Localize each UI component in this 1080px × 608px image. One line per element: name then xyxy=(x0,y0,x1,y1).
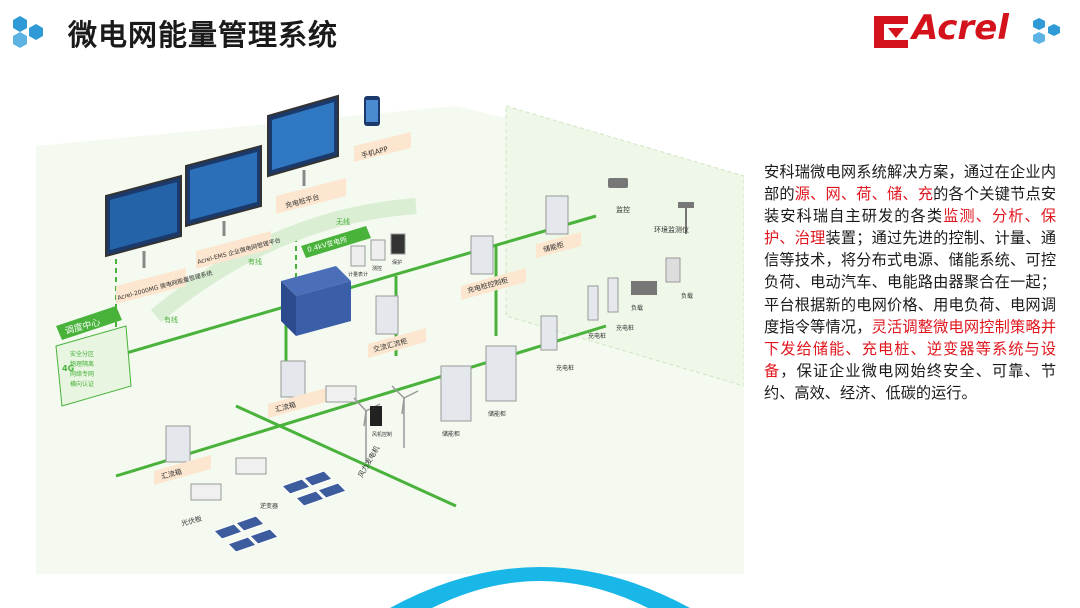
load-2-icon xyxy=(665,257,681,283)
inverter-3-icon xyxy=(190,483,222,501)
hexagon-logo-icon xyxy=(13,16,43,48)
charger-2-icon xyxy=(587,285,599,321)
microgrid-diagram: Acrel-2000MG 微电网能量管理系统 Acrel-EMS 企业微电网管理… xyxy=(36,86,744,574)
charger-1-icon xyxy=(540,315,558,351)
desc-segment-2: 源、网、荷、储、充 xyxy=(794,185,934,204)
env-monitor-icon xyxy=(678,202,694,234)
meter-label-3: 保护 xyxy=(392,259,402,266)
inverter-1-icon xyxy=(325,385,357,403)
cabinet-1-icon xyxy=(440,365,472,422)
acrel-mark-icon xyxy=(874,16,908,48)
monitor-screen-1 xyxy=(105,174,182,268)
storage-cabinet-icon xyxy=(545,195,569,235)
charger-3-icon xyxy=(607,277,619,313)
node-inverter: 逆变器 xyxy=(260,502,278,510)
load-1-icon xyxy=(631,281,657,295)
meter-label-1: 计量表计 xyxy=(348,271,368,278)
header: 微电网能量管理系统 Acrel xyxy=(0,0,1080,70)
desc-segment-5: 装置；通过先进的控制、计量、通信等技术，将分布式电源、储能系统、可控负荷、电动汽… xyxy=(764,229,1057,336)
wind-control-icon xyxy=(370,406,382,426)
inverter-2-icon xyxy=(235,457,267,475)
node-charger-3: 充电桩 xyxy=(616,324,634,332)
network-4g: 4G xyxy=(62,364,74,373)
hexagon-deco-icon xyxy=(1033,18,1060,44)
node-cabinet-2: 储能柜 xyxy=(488,410,506,418)
dispatch-item-3: 网络专网 xyxy=(70,370,94,378)
desc-segment-1: 安科瑞微电网系统解决方案，通过在企业内部的 xyxy=(764,163,1056,204)
node-env-monitor: 环境监测仪 xyxy=(654,225,689,234)
solar-panel-icon xyxy=(213,470,347,553)
combiner-2-icon xyxy=(165,425,191,463)
charging-cabinet-icon xyxy=(470,235,494,275)
diagram-canvas: Acrel-2000MG 微电网能量管理系统 Acrel-EMS 企业微电网管理… xyxy=(36,94,744,574)
combiner-1-icon xyxy=(280,360,306,398)
link-label-1: 有线 xyxy=(248,257,262,266)
node-charger-1: 充电桩 xyxy=(556,364,574,372)
node-charger-2: 充电桩 xyxy=(588,332,606,340)
description-text: 安科瑞微电网系统解决方案，通过在企业内部的源、网、荷、储、充的各个关键节点安装安… xyxy=(764,161,1056,404)
ac-box-icon xyxy=(375,295,399,335)
phone-icon xyxy=(364,96,380,126)
desc-segment-4: 监测、分析、保护、治理 xyxy=(764,207,1057,248)
dispatch-item-4: 横向认证 xyxy=(70,380,94,388)
monitor-screen-2 xyxy=(185,144,262,236)
dispatch-item-1: 安全分区 xyxy=(70,350,94,358)
acrel-logo: Acrel xyxy=(872,8,1072,52)
node-wind-control: 风机控制 xyxy=(372,431,392,438)
node-load-1: 负载 xyxy=(631,304,643,312)
logo-text: Acrel xyxy=(912,8,1009,48)
bottom-arc-decoration xyxy=(380,556,700,608)
node-cabinet-1: 储能柜 xyxy=(442,430,460,438)
node-monitor: 监控 xyxy=(616,205,630,214)
page-title: 微电网能量管理系统 xyxy=(68,18,339,52)
arc-icon xyxy=(390,567,690,608)
node-load-2: 负载 xyxy=(681,292,693,300)
cabinet-2-icon xyxy=(485,345,517,402)
camera-icon xyxy=(608,178,628,188)
link-label-2: 有线 xyxy=(164,315,178,324)
monitor-screen-3 xyxy=(267,94,339,186)
desc-segment-3: 的各个关键节点安装安科瑞自主研发的各类 xyxy=(764,185,1057,226)
link-label-3: 无线 xyxy=(336,217,350,226)
desc-segment-7: ，保证企业微电网始终安全、可靠、节约、高效、经济、低碳的运行。 xyxy=(764,361,1057,402)
desc-segment-6: 灵活调整微电网控制策略并下发给储能、充电桩、逆变器等系统与设备 xyxy=(764,317,1057,380)
dispatch-item-2: 物理隔离 xyxy=(70,360,94,368)
meter-label-2: 测控 xyxy=(372,265,382,272)
meter-panels: 计量表计 测控 保护 xyxy=(348,233,406,278)
